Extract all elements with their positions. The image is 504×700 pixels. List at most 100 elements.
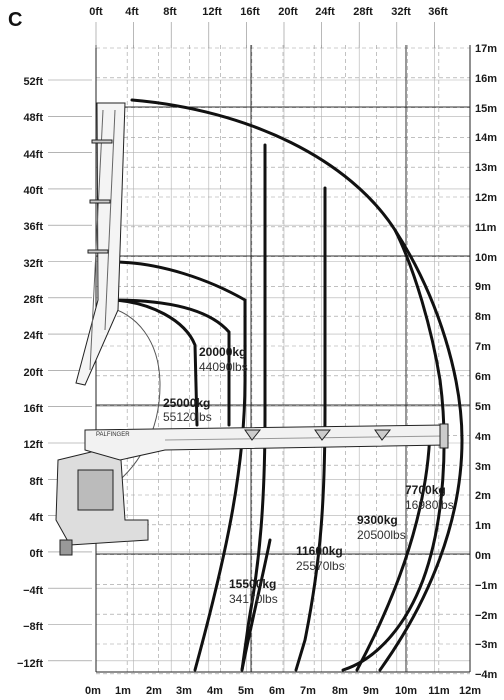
load-kg-15500: 15500kg	[229, 577, 276, 591]
left-tick-5: 32ft	[23, 258, 43, 270]
load-kg-20000: 20000kg	[199, 345, 246, 359]
right-tick-2: 15m	[475, 103, 497, 115]
crane-drawing: PALFINGER	[55, 102, 449, 556]
outer-envelope-curve	[130, 98, 464, 672]
top-tick-2: 8ft	[163, 6, 177, 18]
curve-15500kg	[111, 260, 247, 672]
right-tick-12: 5m	[475, 401, 491, 413]
swing-arc-reference	[96, 304, 161, 496]
left-tick-10: 12ft	[23, 439, 43, 451]
right-tick-4: 13m	[475, 162, 497, 174]
crane-boom-vertical	[75, 102, 126, 386]
right-tick-14: 3m	[475, 461, 491, 473]
right-tick-0: 17m	[475, 43, 497, 55]
bottom-tick-9: 9m	[363, 685, 379, 697]
boom-joint-4	[244, 429, 262, 441]
right-tick-9: 8m	[475, 311, 491, 323]
left-tick-2: 44ft	[23, 149, 43, 161]
right-tick-1: 16m	[475, 73, 497, 85]
left-tick-11: 8ft	[30, 476, 44, 488]
load-lbs-9300: 20500lbs	[357, 528, 406, 542]
panel-label: C	[8, 9, 22, 31]
left-tick-16: −12ft	[17, 658, 43, 670]
left-tick-13: 0ft	[30, 548, 44, 560]
load-kg-25000: 25000kg	[163, 396, 210, 410]
bottom-tick-0: 0m	[85, 685, 101, 697]
right-tick-19: −2m	[475, 610, 498, 622]
top-tick-1: 4ft	[125, 6, 139, 18]
left-tick-1: 48ft	[23, 112, 43, 124]
bottom-tick-10: 10m	[395, 685, 417, 697]
boom-brand-text: PALFINGER	[96, 432, 130, 438]
left-axis-labels: 52ft 48ft 44ft 40ft 36ft 32ft 28ft 24ft …	[17, 76, 43, 670]
bottom-tick-5: 5m	[238, 685, 254, 697]
bottom-tick-3: 3m	[176, 685, 192, 697]
left-tick-9: 16ft	[23, 403, 43, 415]
load-labels: 25000kg 55120lbs 20000kg 44090lbs 15500k…	[163, 345, 454, 606]
bottom-tick-11: 11m	[428, 685, 450, 697]
top-tick-0: 0ft	[89, 6, 103, 18]
top-tick-8: 32ft	[391, 6, 411, 18]
load-lbs-20000: 44090lbs	[199, 360, 248, 374]
right-tick-3: 14m	[475, 132, 497, 144]
curve-7700kg	[341, 228, 446, 672]
bottom-tick-4: 4m	[207, 685, 223, 697]
curve-25000kg	[111, 298, 199, 427]
right-tick-8: 9m	[475, 281, 491, 293]
load-kg-9300: 9300kg	[357, 513, 398, 527]
bottom-axis-labels: 0m 1m 2m 3m 4m 5m 6m 7m 8m 9m 10m 11m 12…	[85, 685, 481, 697]
right-tick-11: 6m	[475, 371, 491, 383]
right-tick-15: 2m	[475, 490, 491, 502]
bottom-tick-7: 7m	[300, 685, 316, 697]
right-tick-21: −4m	[475, 669, 498, 681]
load-lbs-7700: 16980lbs	[405, 498, 454, 512]
right-tick-7: 10m	[475, 252, 497, 264]
right-tick-5: 12m	[475, 192, 497, 204]
right-tick-17: 0m	[475, 550, 491, 562]
left-tick-14: −4ft	[23, 585, 43, 597]
right-axis-labels: 17m 16m 15m 14m 13m 12m 11m 10m 9m 8m 7m…	[475, 43, 498, 681]
right-tick-18: −1m	[475, 580, 498, 592]
top-tick-9: 36ft	[428, 6, 448, 18]
top-tick-4: 16ft	[240, 6, 260, 18]
load-lbs-25000: 55120lbs	[163, 410, 212, 424]
boom-joint-2	[89, 199, 111, 204]
right-tick-16: 1m	[475, 520, 491, 532]
boom-tip	[439, 423, 449, 449]
load-lbs-11600: 25570lbs	[296, 559, 345, 573]
load-kg-11600: 11600kg	[296, 544, 343, 558]
inner-envelope-curve	[112, 261, 246, 301]
left-tick-15: −8ft	[23, 621, 43, 633]
right-tick-13: 4m	[475, 431, 491, 443]
left-tick-6: 28ft	[23, 294, 43, 306]
bottom-tick-8: 8m	[332, 685, 348, 697]
curve-lower-9300	[355, 428, 432, 672]
boom-joint-6	[374, 429, 392, 441]
left-tick-12: 4ft	[30, 512, 44, 524]
crane-turret	[77, 469, 114, 511]
top-axis-labels: 0ft 4ft 8ft 12ft 16ft 20ft 24ft 28ft 32f…	[89, 6, 448, 18]
left-tick-3: 40ft	[23, 185, 43, 197]
top-tick-3: 12ft	[202, 6, 222, 18]
boom-joint-1	[91, 139, 113, 144]
boom-joint-5	[314, 429, 332, 441]
bottom-tick-6: 6m	[269, 685, 285, 697]
right-tick-10: 7m	[475, 341, 491, 353]
load-lbs-15500: 34170lbs	[229, 592, 278, 606]
crane-foot	[59, 539, 73, 556]
left-tick-4: 36ft	[23, 221, 43, 233]
bottom-tick-2: 2m	[146, 685, 162, 697]
curve-20000kg	[111, 298, 231, 427]
right-tick-6: 11m	[475, 222, 497, 234]
right-tick-20: −3m	[475, 639, 498, 651]
load-kg-7700: 7700kg	[405, 483, 446, 497]
bottom-tick-1: 1m	[115, 685, 131, 697]
top-tick-7: 28ft	[353, 6, 373, 18]
left-tick-0: 52ft	[23, 76, 43, 88]
left-tick-7: 24ft	[23, 330, 43, 342]
bottom-tick-12: 12m	[459, 685, 481, 697]
boom-joint-3	[87, 249, 109, 254]
top-tick-6: 24ft	[315, 6, 335, 18]
left-tick-8: 20ft	[23, 367, 43, 379]
